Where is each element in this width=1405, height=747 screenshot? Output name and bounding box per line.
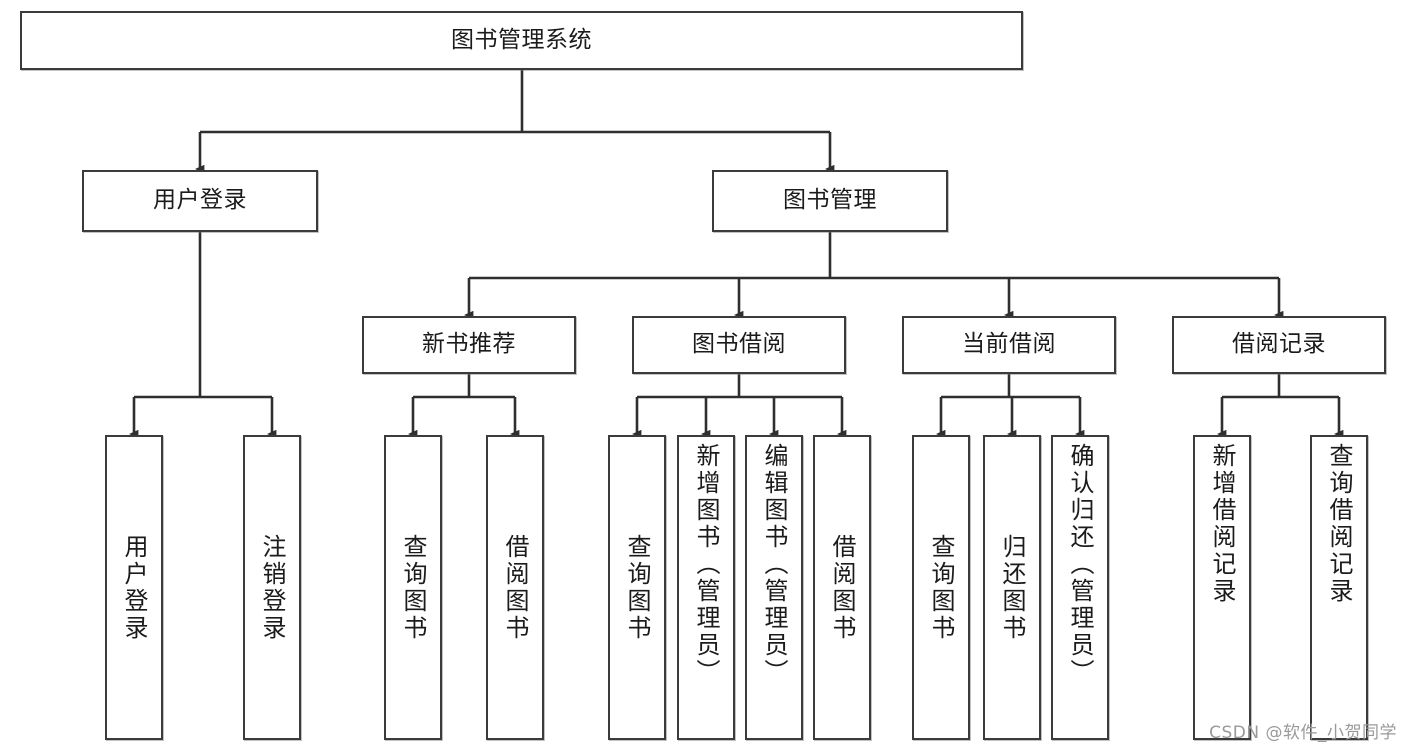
node-label: 编辑图书（管理员） <box>760 443 788 686</box>
node-label: 查询图书 <box>927 533 955 642</box>
node-label: 新书推荐 <box>422 331 516 358</box>
node-leaf-borrow-2[interactable]: 借阅图书 <box>813 435 871 740</box>
node-root[interactable]: 图书管理系统 <box>20 11 1023 70</box>
node-label: 归还图书 <box>998 533 1026 642</box>
node-label: 图书管理系统 <box>451 26 592 53</box>
node-label: 新增借阅记录 <box>1208 443 1236 605</box>
node-label: 用户登录 <box>120 533 148 642</box>
node-label: 查询借阅记录 <box>1325 443 1353 605</box>
watermark-label: CSDN @软件_小贺同学 <box>1209 723 1397 743</box>
node-label: 图书管理 <box>783 187 877 214</box>
node-label: 借阅图书 <box>501 533 529 642</box>
node-user-login[interactable]: 用户登录 <box>82 170 318 232</box>
node-label: 查询图书 <box>399 533 427 642</box>
node-label: 图书借阅 <box>692 331 786 358</box>
node-current-borrow[interactable]: 当前借阅 <box>902 316 1116 374</box>
node-label: 当前借阅 <box>962 331 1056 358</box>
node-label: 确认归还（管理员） <box>1066 443 1094 686</box>
node-leaf-borrow-1[interactable]: 借阅图书 <box>486 435 544 740</box>
node-leaf-confirm[interactable]: 确认归还（管理员） <box>1051 435 1109 740</box>
node-leaf-query-3[interactable]: 查询图书 <box>912 435 970 740</box>
node-label: 借阅记录 <box>1232 331 1326 358</box>
node-leaf-return[interactable]: 归还图书 <box>983 435 1041 740</box>
node-label: 借阅图书 <box>828 533 856 642</box>
node-leaf-query-2[interactable]: 查询图书 <box>608 435 666 740</box>
node-leaf-query-1[interactable]: 查询图书 <box>384 435 442 740</box>
node-book-manage[interactable]: 图书管理 <box>712 170 948 232</box>
node-book-borrow[interactable]: 图书借阅 <box>632 316 846 374</box>
node-label: 注销登录 <box>258 533 286 642</box>
node-leaf-logout[interactable]: 注销登录 <box>243 435 301 740</box>
node-label: 新增图书（管理员） <box>692 443 720 686</box>
node-new-book-rec[interactable]: 新书推荐 <box>362 316 576 374</box>
node-leaf-edit-book[interactable]: 编辑图书（管理员） <box>745 435 803 740</box>
node-leaf-query-rec[interactable]: 查询借阅记录 <box>1310 435 1368 740</box>
node-label: 查询图书 <box>623 533 651 642</box>
node-leaf-user-login[interactable]: 用户登录 <box>105 435 163 740</box>
node-label: 用户登录 <box>153 187 247 214</box>
node-borrow-record[interactable]: 借阅记录 <box>1172 316 1386 374</box>
node-leaf-add-book[interactable]: 新增图书（管理员） <box>677 435 735 740</box>
node-leaf-add-rec[interactable]: 新增借阅记录 <box>1193 435 1251 740</box>
